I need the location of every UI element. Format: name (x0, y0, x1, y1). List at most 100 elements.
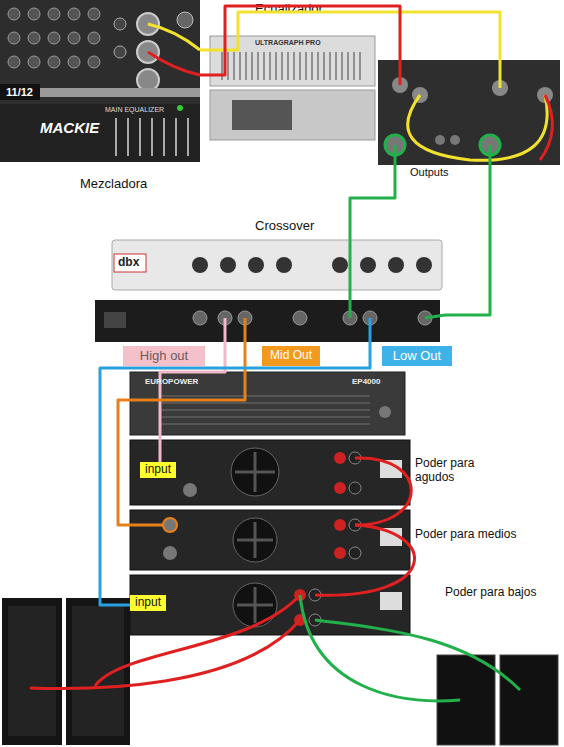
node-label: Mid Out (270, 349, 312, 363)
cable (148, 24, 200, 50)
fan-blades (235, 452, 275, 492)
cable (499, 22, 502, 88)
cable (224, 318, 227, 343)
device-label: ULTRAGRAPH PRO (255, 39, 321, 47)
node-label: Poder para medios (415, 528, 516, 542)
cable (159, 440, 162, 462)
node-label: Low Out (393, 349, 441, 364)
speaker (500, 655, 558, 745)
terminal (349, 482, 361, 494)
cable-connector (100, 343, 370, 605)
device-label: 11/12 (6, 86, 33, 98)
device-label: EP4000 (352, 378, 380, 387)
speaker-cable (95, 595, 300, 686)
terminal (334, 452, 346, 464)
cable-connector (118, 343, 245, 525)
knob (48, 8, 60, 20)
grille (160, 396, 370, 424)
speaker-cable (30, 620, 300, 689)
speaker (66, 598, 130, 745)
node-label: Poder para bajos (445, 586, 536, 600)
power-socket (380, 592, 402, 610)
speaker-cable (315, 525, 414, 595)
output-tag: Mid Out (262, 346, 320, 366)
device-label: dbx (118, 256, 139, 269)
speaker (2, 598, 62, 745)
trim-strip (40, 88, 200, 97)
led (177, 105, 183, 111)
speaker-cable (355, 458, 411, 525)
knob (88, 8, 100, 20)
device-label: MAIN EQUALIZER (105, 106, 164, 114)
node-label: input (145, 463, 171, 477)
output-tag: High out (123, 346, 205, 366)
cable (244, 318, 247, 343)
knob (68, 8, 80, 20)
knob (388, 257, 404, 273)
node-label: Poder para agudos (415, 457, 487, 485)
knob (332, 257, 348, 273)
knob (276, 257, 292, 273)
crossover-rear (95, 300, 440, 342)
knob (48, 56, 60, 68)
cable (130, 524, 163, 527)
equalizer-rear (378, 60, 560, 165)
jack (450, 135, 460, 145)
knob (416, 257, 432, 273)
terminal (334, 482, 346, 494)
xlr-jack (193, 311, 207, 325)
terminal (334, 519, 346, 531)
amplifier-rear (130, 440, 410, 505)
crossover-device: Crossover (95, 218, 445, 343)
knob (360, 257, 376, 273)
knob (28, 8, 40, 20)
xlr-jack (183, 483, 197, 497)
cable (148, 52, 200, 75)
fan (233, 583, 277, 627)
cable-connector (200, 12, 500, 50)
knob (68, 56, 80, 68)
fan (231, 448, 279, 496)
output-tag: Low Out (382, 346, 452, 366)
amplifier-rear (130, 510, 410, 570)
device-label: MACKIE (40, 120, 99, 137)
mixer-panel (0, 0, 200, 162)
knob (379, 406, 391, 418)
speaker-grille (8, 606, 56, 736)
input-tag: input (130, 595, 166, 611)
cable (425, 315, 445, 318)
node-label: Crossover (255, 219, 314, 234)
cable (399, 22, 402, 85)
faders (116, 118, 188, 156)
jack (114, 46, 126, 58)
knob (192, 257, 208, 273)
terminal (334, 547, 346, 559)
node-label: Mezcladora (80, 177, 147, 192)
fan-blades (237, 522, 273, 558)
cable (540, 95, 552, 160)
power-amplifier (130, 372, 405, 435)
equalizer-lower (210, 90, 375, 140)
node-label: Ecualizador (255, 2, 323, 17)
amplifier: Poder para medios (130, 510, 560, 570)
power-socket (104, 312, 126, 328)
display (232, 100, 292, 130)
knob (68, 32, 80, 44)
node-label: High out (140, 349, 188, 364)
mixer-bottom (0, 104, 200, 162)
knob (220, 257, 236, 273)
equalizer-front (210, 36, 375, 86)
speaker-cable (315, 620, 520, 690)
device-label: Outputs (410, 166, 449, 178)
cable (369, 318, 372, 343)
fan (233, 518, 277, 562)
knob (88, 32, 100, 44)
device-label: EUROPOWER (145, 378, 198, 387)
cable-connector (445, 172, 490, 315)
node-label: input (135, 596, 161, 610)
cable (408, 95, 547, 160)
knob (8, 32, 20, 44)
cable-connector (350, 172, 395, 218)
